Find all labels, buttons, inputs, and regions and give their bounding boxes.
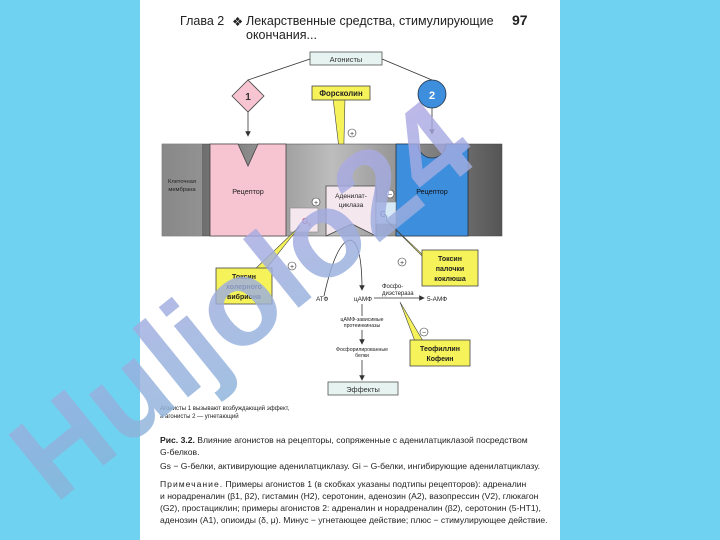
pertussis-line3: коклюша — [434, 276, 466, 283]
figure-caption: Рис. 3.2. Влияние агонистов на рецепторы… — [160, 434, 550, 458]
gi-minus: − — [388, 192, 392, 199]
theophylline-callout — [409, 339, 471, 367]
gs-protein — [289, 207, 319, 233]
figure-text-1: Влияние агонистов на рецепторы, сопряжен… — [197, 435, 528, 445]
pertussis-plus: + — [400, 260, 404, 267]
amp5-label: 5-АМФ — [427, 296, 447, 303]
agonist-1-label: 1 — [245, 92, 251, 103]
adenylate-label-line2: циклаза — [339, 202, 364, 209]
adenylate-cyclase — [325, 185, 377, 237]
membrane-label-line1: Клеточная — [168, 179, 196, 185]
adenylate-label-line1: Аденилат- — [335, 193, 367, 200]
gs-label: Gs — [302, 217, 311, 228]
pde-line2: диэстераза — [382, 291, 414, 297]
cholera-line1: Токсин — [232, 274, 256, 281]
cholera-line3: вибриона — [227, 293, 261, 301]
gs-plus: + — [314, 200, 318, 207]
agonists-box — [309, 51, 383, 66]
agonists-label: Агонисты — [330, 55, 363, 64]
pertussis-line2: палочки — [436, 266, 464, 273]
forskolin-callout — [311, 85, 371, 101]
textbook-page: Глава 2 ❖ Лекарственные средства, стимул… — [140, 0, 560, 540]
note-line-1: Примеры агонистов 1 (в скобках указаны п… — [225, 479, 527, 489]
theophylline-callout-pointer — [399, 301, 427, 347]
figure-text-2: G-белков. — [160, 447, 200, 457]
note-label: Примечание. — [160, 479, 224, 489]
note-line-2: и норадреналин (β1, β2), гистамин (H2), … — [160, 491, 539, 501]
kinase-line1: цАМФ-зависимые — [341, 317, 384, 323]
agonist-2-label: 2 — [429, 90, 435, 102]
agonist-note-line1: Агонисты 1 вызывают возбуждающий эффект, — [160, 405, 290, 412]
agonist-note-line2: а агонисты 2 — угнетающий — [160, 413, 239, 420]
pertussis-line1: Токсин — [438, 256, 462, 263]
pde-line1: Фосфо- — [382, 284, 403, 290]
note-line-4: аденозин (A1), опиоиды (δ, μ). Минус − у… — [160, 515, 548, 525]
cholera-callout — [215, 267, 273, 305]
kinase-line2: протеинкиназы — [344, 323, 381, 329]
atp-to-camp-arc — [323, 239, 365, 297]
figure-legend: Gs − G-белки, активирующие аденилатцикла… — [160, 461, 541, 471]
note-line-3: (G2), простациклин; примеры агонистов 2:… — [160, 503, 541, 513]
page-number: 97 — [512, 12, 528, 28]
effects-label: Эффекты — [346, 385, 380, 394]
receptor-right — [395, 143, 469, 237]
forskolin-label: Форсколин — [319, 89, 363, 98]
adenylate-cyclase-diagram: Агонисты 1 2 Форсколин + Клеточная мембр… — [160, 51, 503, 420]
gi-label: Gi — [380, 210, 387, 221]
header-separator: ❖ — [232, 15, 244, 29]
figure-label: Рис. 3.2. — [160, 435, 195, 445]
atp-label: АТФ — [316, 296, 328, 303]
phospho-line2: белки — [355, 353, 369, 359]
chapter-label: Глава 2 — [180, 14, 225, 28]
forskolin-plus: + — [350, 131, 354, 138]
effects-box — [327, 381, 399, 396]
receptor-left — [209, 143, 287, 237]
membrane-label-line2: мембрана — [168, 187, 196, 193]
theophylline-line1: Теофиллин — [420, 346, 460, 353]
receptor-right-label: Рецептор — [416, 187, 448, 196]
chapter-title: Лекарственные средства, стимулирующие ок… — [246, 14, 494, 42]
figure-note: Примечание. Примеры агонистов 1 (в скобк… — [160, 478, 550, 526]
phospho-line1: Фосфорилированные — [336, 347, 388, 353]
cholera-plus: + — [290, 264, 294, 271]
theophylline-line2: Кофеин — [426, 356, 453, 363]
camp-label: цАМФ — [354, 296, 372, 303]
cholera-line2: холерного — [226, 284, 262, 291]
pertussis-callout — [421, 249, 479, 287]
theophylline-minus: − — [422, 330, 426, 337]
receptor-left-label: Рецептор — [232, 187, 264, 196]
gi-protein — [375, 201, 397, 225]
